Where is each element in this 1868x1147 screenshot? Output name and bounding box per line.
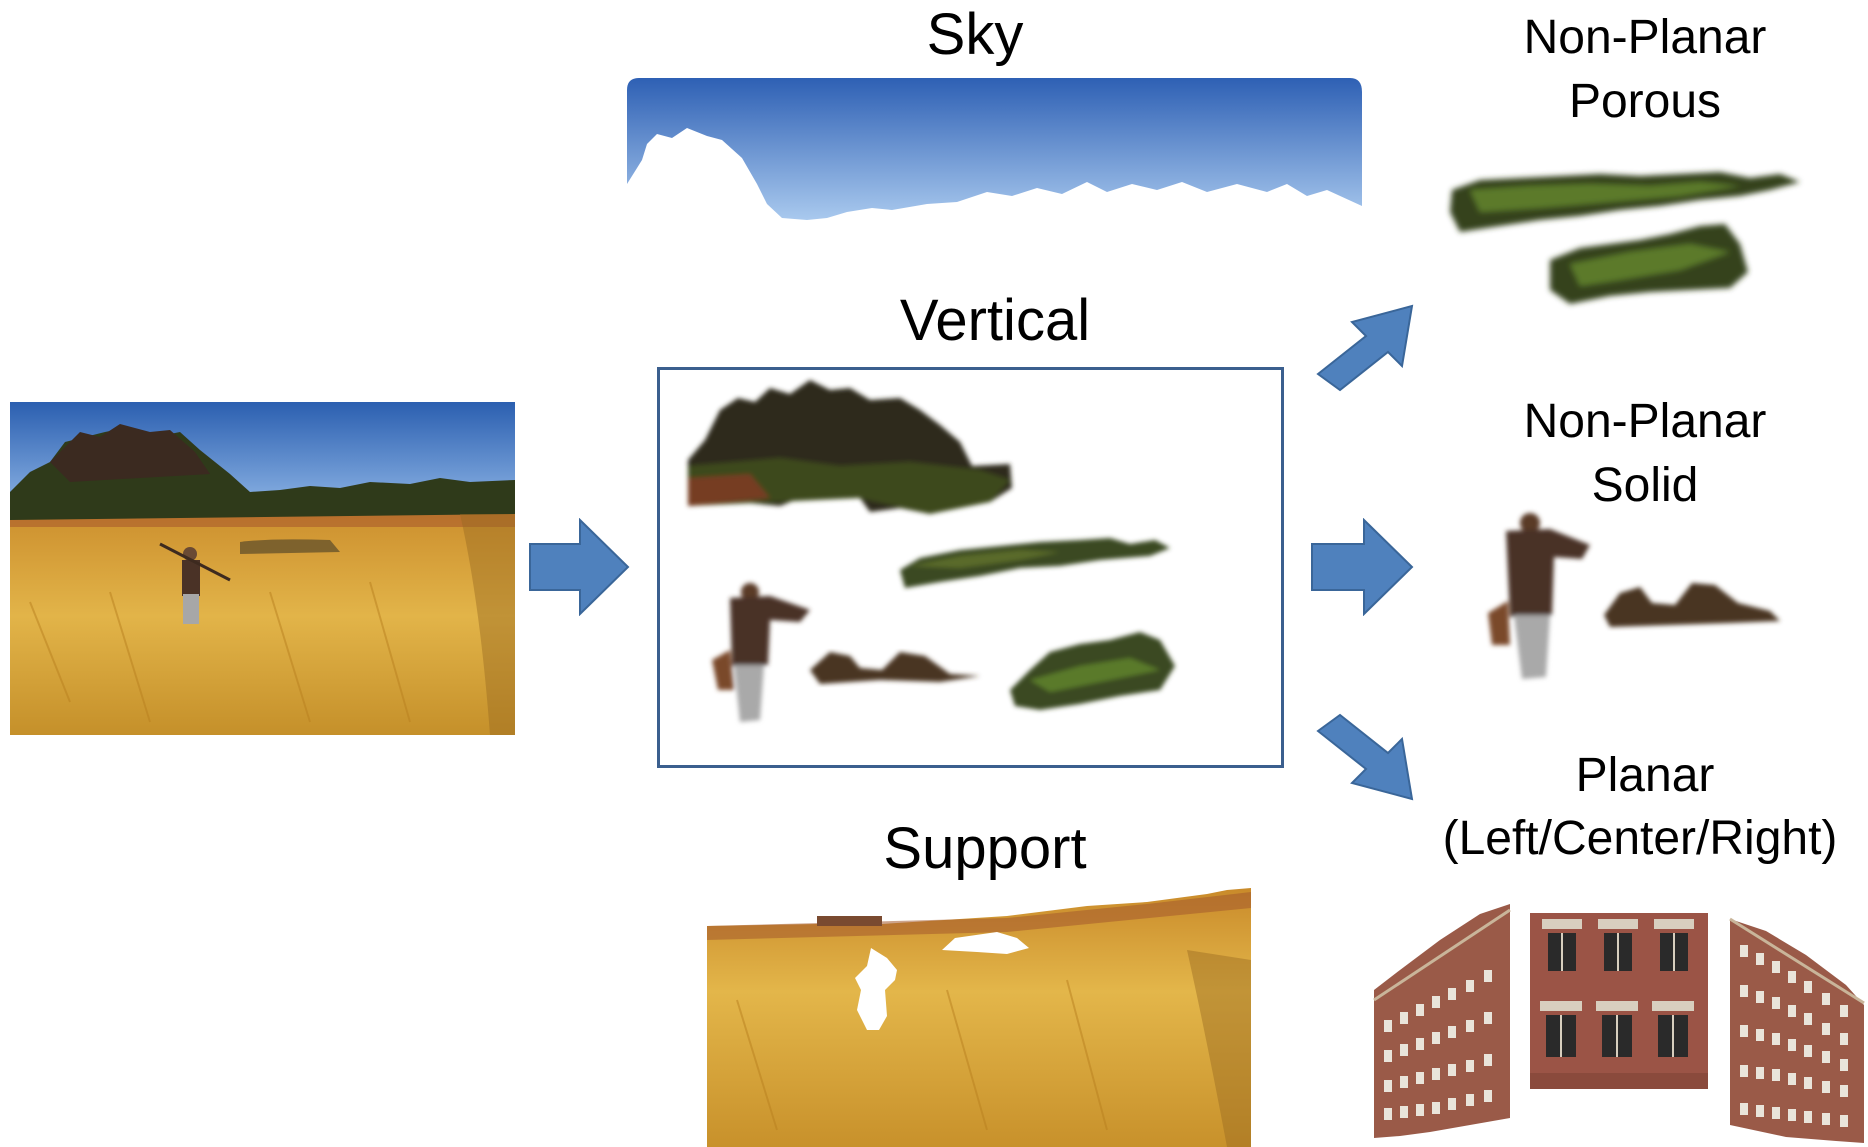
porous-label-line1: Non-Planar: [1523, 11, 1767, 64]
planar-left-building: [1370, 900, 1512, 1140]
solid-farmer: [1488, 513, 1590, 679]
farmer-figure: [159, 542, 231, 624]
solid-label-line2: Solid: [1591, 459, 1699, 512]
arrow-input-to-vertical: [528, 518, 632, 616]
vertical-mountain: [688, 380, 1012, 514]
sky-label: Sky: [926, 2, 1024, 67]
solid-label-line1: Non-Planar: [1523, 395, 1767, 448]
vertical-farmer: [712, 583, 810, 722]
input-photo: [10, 402, 515, 735]
vertical-small-hill: [810, 652, 980, 684]
porous-segment: [1440, 160, 1810, 320]
vertical-tree-cluster: [1010, 632, 1175, 710]
vertical-label: Vertical: [899, 288, 1091, 353]
solid-hill: [1604, 583, 1780, 627]
vertical-tree-strip: [900, 538, 1170, 588]
planar-label-line2: (Left/Center/Right): [1442, 812, 1838, 865]
arrow-to-planar: [1310, 705, 1420, 805]
block-arrow-icon: [529, 518, 630, 616]
support-segment: [707, 880, 1251, 1147]
arrow-to-porous: [1310, 300, 1420, 400]
block-arrow-icon: [1316, 304, 1414, 392]
planar-label-line1: Planar: [1575, 749, 1715, 802]
support-label: Support: [883, 816, 1087, 881]
solid-segment: [1470, 505, 1800, 690]
vertical-box: [657, 367, 1284, 768]
block-arrow-icon: [1316, 713, 1414, 801]
planar-right-building: [1726, 915, 1866, 1147]
arrow-to-solid: [1308, 518, 1416, 616]
planar-center-building: [1530, 913, 1708, 1089]
porous-label-line2: Porous: [1568, 75, 1722, 128]
block-arrow-icon: [1311, 518, 1414, 616]
sky-segment: [627, 78, 1362, 224]
